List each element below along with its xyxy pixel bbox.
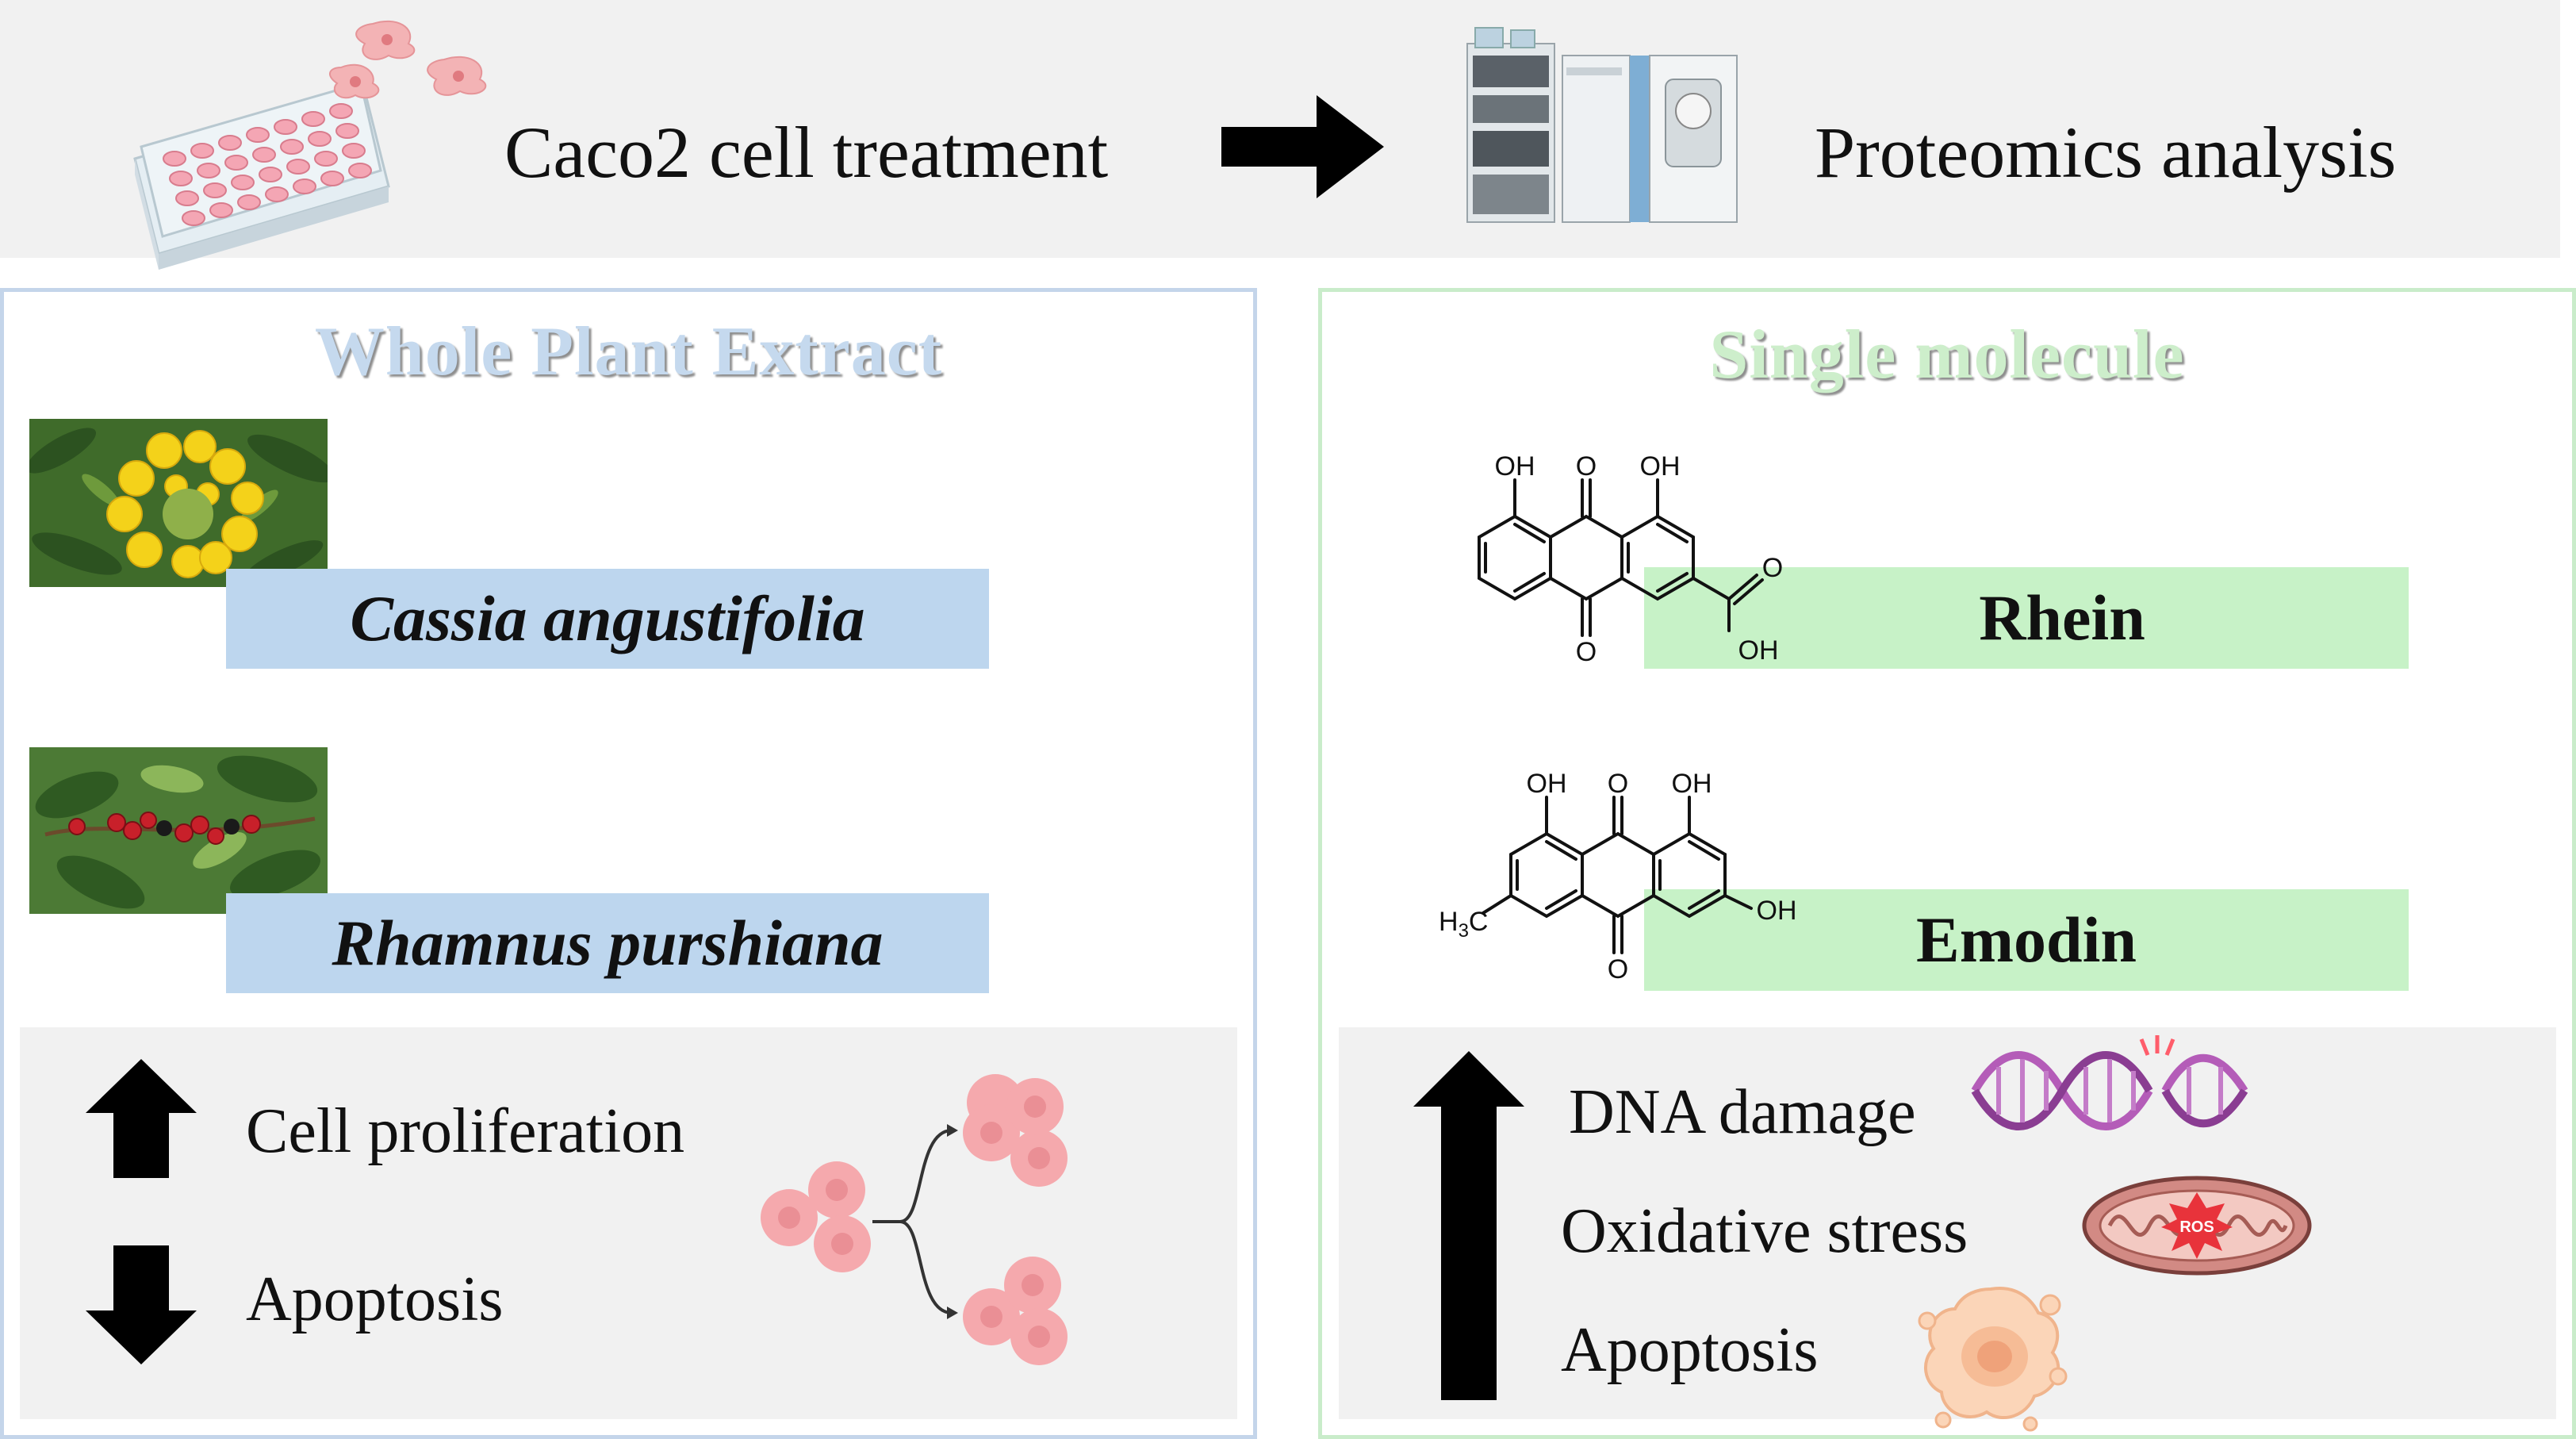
- emodin-label: Emodin: [1916, 904, 2137, 976]
- cassia-angustifolia-label: Cassia angustifolia: [226, 569, 989, 669]
- workflow-arrow-icon: [1221, 95, 1384, 198]
- emodin-structure-diagram: OH O OH O OH H3C: [1439, 769, 1797, 984]
- rhamnus-purshiana-label: Rhamnus purshiana: [226, 893, 989, 993]
- mass-spectrometer-icon: [1466, 27, 1738, 223]
- apoptosis-label: Apoptosis: [246, 1264, 504, 1334]
- rhamnus-purshiana-photo: [29, 747, 328, 914]
- rhein-oh-acid: OH: [1738, 635, 1779, 666]
- rhein-label: Rhein: [1979, 581, 2145, 654]
- oxidative-stress-label: Oxidative stress: [1561, 1196, 1968, 1266]
- rhein-oh-right: OH: [1640, 451, 1681, 482]
- cassia-angustifolia-photo: [29, 419, 328, 587]
- rhein-label-bar: Rhein: [1644, 567, 2409, 669]
- rhein-oh-left: OH: [1495, 451, 1535, 482]
- emodin-methyl-group: H3C: [1439, 907, 1488, 942]
- cell-division-icon: [761, 1074, 1068, 1365]
- rhein-o-top: O: [1576, 451, 1597, 482]
- dna-damage-label: DNA damage: [1569, 1077, 1916, 1147]
- emodin-o-top: O: [1608, 769, 1628, 799]
- adherent-cells-icon: [329, 20, 487, 99]
- treatment-label: Caco2 cell treatment: [504, 112, 1109, 193]
- tall-up-arrow-icon: [1413, 1051, 1524, 1400]
- well-plate-icon: [133, 82, 390, 270]
- emodin-oh-right: OH: [1672, 769, 1712, 799]
- emodin-oh-left: OH: [1527, 769, 1567, 799]
- right-apoptosis-label: Apoptosis: [1561, 1315, 1819, 1385]
- rhein-o-acid: O: [1762, 553, 1783, 583]
- down-arrow-icon: [86, 1245, 197, 1364]
- emodin-label-bar: Emodin: [1644, 889, 2409, 991]
- apoptotic-cell-icon: [1918, 1287, 2068, 1432]
- analysis-label: Proteomics analysis: [1815, 112, 2397, 193]
- up-arrow-icon: [86, 1059, 197, 1178]
- rhein-o-bottom: O: [1576, 637, 1597, 667]
- mitochondrion-ros-icon: ROS: [2082, 1176, 2312, 1276]
- dna-damage-icon: [1971, 1035, 2248, 1130]
- rhein-structure-diagram: OH O OH O OH O: [1478, 451, 1783, 667]
- whole-plant-extract-title: Whole Plant Extract: [314, 313, 943, 390]
- emodin-o-bottom: O: [1608, 954, 1628, 984]
- emodin-oh-ring: OH: [1757, 896, 1797, 926]
- single-molecule-title: Single molecule: [1709, 317, 2185, 393]
- ros-label: ROS: [2179, 1218, 2214, 1236]
- cell-proliferation-label: Cell proliferation: [246, 1096, 685, 1166]
